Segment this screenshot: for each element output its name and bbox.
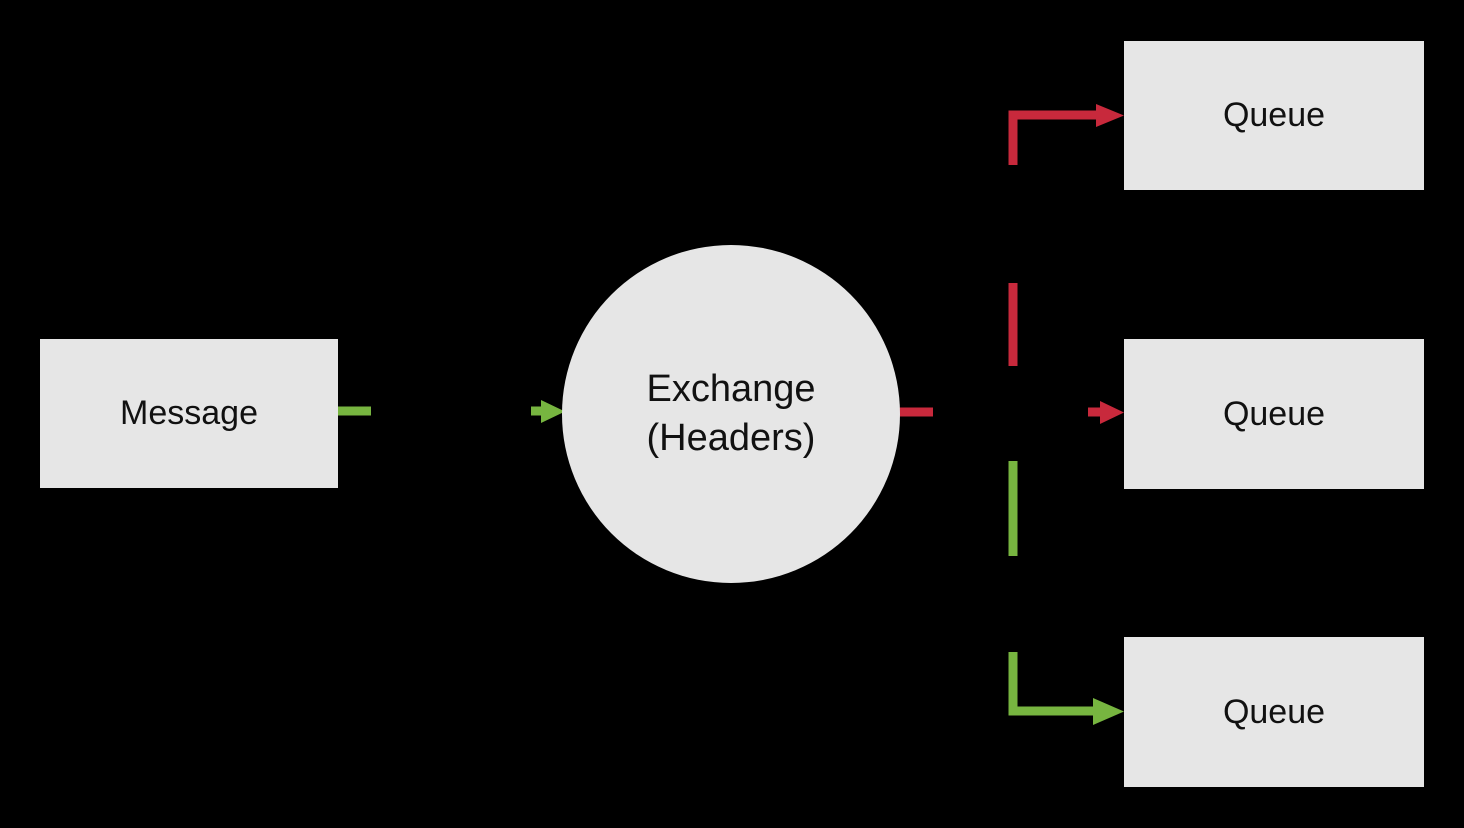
edge-exchange-to-queue-middle <box>1088 401 1124 424</box>
edge-segment <box>1008 652 1095 716</box>
arrowhead-icon <box>541 400 565 423</box>
queue-node-top: Queue <box>1124 41 1424 190</box>
message-node: Message <box>40 339 338 488</box>
queue-node-bottom: Queue <box>1124 637 1424 787</box>
queue-node-label: Queue <box>1222 394 1326 433</box>
message-node-label: Message <box>120 394 258 433</box>
queue-node-middle: Queue <box>1124 339 1424 489</box>
arrowhead-icon <box>1093 698 1124 725</box>
exchange-node-label: Exchange (Headers) <box>646 367 816 459</box>
edge-message-to-exchange <box>338 400 565 423</box>
exchange-node: Exchange (Headers) <box>562 245 900 583</box>
queue-node-label: Queue <box>1222 692 1326 731</box>
edge-exchange-to-queue-bottom <box>1008 461 1124 725</box>
edge-segment <box>1008 110 1098 165</box>
edge-exchange-to-queue-top <box>1008 104 1124 366</box>
arrowhead-icon <box>1100 401 1124 424</box>
queue-node-label: Queue <box>1222 96 1326 135</box>
arrowhead-icon <box>1096 104 1124 127</box>
